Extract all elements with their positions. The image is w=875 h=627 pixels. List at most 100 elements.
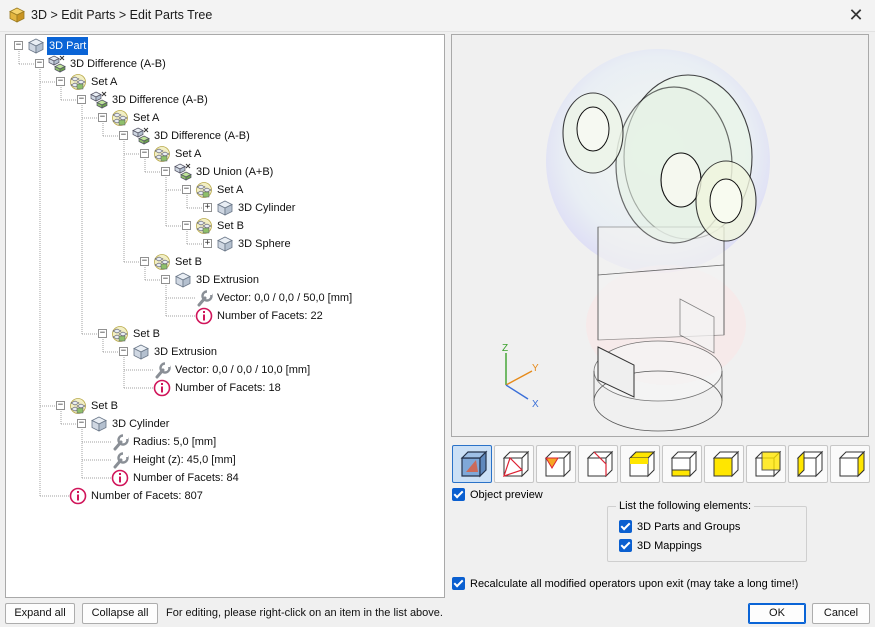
tree-node[interactable]: − Set B [6, 325, 444, 343]
view-cube-icon [754, 450, 782, 478]
view-face-red-3-button[interactable] [578, 445, 618, 483]
collapse-toggle-icon[interactable]: − [119, 346, 128, 356]
info-icon [111, 469, 129, 487]
collapse-toggle-icon[interactable]: − [14, 40, 23, 50]
tree-node[interactable]: Number of Facets: 18 [6, 379, 444, 397]
wrench-icon [111, 451, 129, 469]
collapse-toggle-icon[interactable]: − [98, 112, 107, 122]
window-title: 3D > Edit Parts > Edit Parts Tree [31, 8, 213, 22]
tree-node-label: 3D Union (A+B) [196, 166, 274, 178]
title-bar: 3D > Edit Parts > Edit Parts Tree ✕ [0, 0, 875, 32]
info-icon [153, 379, 171, 397]
tree-node-label: Set B [133, 328, 160, 340]
tree-node[interactable]: −3D Cylinder [6, 415, 444, 433]
collapse-toggle-icon[interactable]: − [161, 274, 170, 284]
tree-node[interactable]: Height (z): 45,0 [mm] [6, 451, 444, 469]
tree-node[interactable]: − 3D Union (A+B) [6, 163, 444, 181]
tree-node[interactable]: −Set A [6, 109, 444, 127]
tree-node[interactable]: −3D Difference (A-B) [6, 55, 444, 73]
tree-node[interactable]: −Set B [6, 253, 444, 271]
info-icon [195, 307, 213, 325]
tree-node[interactable]: Vector: 0,0 / 0,0 / 50,0 [mm] [6, 289, 444, 307]
tree-node-label: Radius: 5,0 [mm] [133, 436, 217, 448]
tree-node-label: Set A [91, 76, 118, 88]
collapse-toggle-icon[interactable]: − [182, 220, 191, 230]
collapse-toggle-icon[interactable]: − [77, 418, 86, 428]
tree-node[interactable]: +3D Cylinder [6, 199, 444, 217]
view-face-red-1-button[interactable] [494, 445, 534, 483]
close-icon[interactable]: ✕ [848, 5, 864, 25]
view-face-yellow-right-button[interactable] [830, 445, 870, 483]
checkbox-checked-icon [619, 539, 632, 552]
axis-y-label: Y [532, 363, 539, 374]
cube-icon [132, 343, 150, 361]
view-cube-icon [796, 450, 824, 478]
tree-node[interactable]: Number of Facets: 807 [6, 487, 444, 505]
tree-node[interactable]: Number of Facets: 84 [6, 469, 444, 487]
view-face-red-2-button[interactable] [536, 445, 576, 483]
expand-all-button[interactable]: Expand all [5, 603, 75, 624]
collapse-toggle-icon[interactable]: − [182, 184, 191, 194]
collapse-toggle-icon[interactable]: − [77, 94, 86, 104]
tree-node[interactable]: − 3D Part [6, 37, 444, 55]
set-icon [153, 145, 171, 163]
wrench-icon [195, 289, 213, 307]
expand-toggle-icon[interactable]: + [203, 202, 212, 212]
expand-toggle-icon[interactable]: + [203, 238, 212, 248]
collapse-toggle-icon[interactable]: − [35, 58, 44, 68]
collapse-toggle-icon[interactable]: − [56, 400, 65, 410]
axis-z-label: Z [502, 343, 508, 354]
parts-and-groups-label: 3D Parts and Groups [637, 521, 741, 533]
set-icon [111, 109, 129, 127]
tree-node-label: Height (z): 45,0 [mm] [133, 454, 236, 466]
tree-node[interactable]: −3D Extrusion [6, 271, 444, 289]
mappings-label: 3D Mappings [637, 540, 702, 552]
tree-node[interactable]: −Set A [6, 181, 444, 199]
set-icon [69, 397, 87, 415]
cancel-button[interactable]: Cancel [812, 603, 870, 624]
tree-node[interactable]: − Set A [6, 73, 444, 91]
view-solid-transparent-button[interactable] [452, 445, 492, 483]
info-icon [69, 487, 87, 505]
checkbox-checked-icon [619, 520, 632, 533]
collapse-toggle-icon[interactable]: − [140, 148, 149, 158]
view-face-yellow-left-button[interactable] [788, 445, 828, 483]
tree-node-label: Number of Facets: 84 [133, 472, 239, 484]
collapse-toggle-icon[interactable]: − [56, 76, 65, 86]
tree-node[interactable]: −3D Difference (A-B) [6, 91, 444, 109]
tree-node[interactable]: Vector: 0,0 / 0,0 / 10,0 [mm] [6, 361, 444, 379]
collapse-toggle-icon[interactable]: − [161, 166, 170, 176]
collapse-toggle-icon[interactable]: − [119, 130, 128, 140]
view-face-yellow-top-button[interactable] [620, 445, 660, 483]
cube-icon [216, 235, 234, 253]
object-preview-viewport[interactable]: Z Y X [451, 34, 869, 437]
tree-node[interactable]: −3D Difference (A-B) [6, 127, 444, 145]
tree-node[interactable]: −Set B [6, 397, 444, 415]
view-face-yellow-bottom-button[interactable] [662, 445, 702, 483]
collapse-toggle-icon[interactable]: − [140, 256, 149, 266]
cube-icon [174, 271, 192, 289]
tree-node[interactable]: Number of Facets: 22 [6, 307, 444, 325]
view-cube-icon [712, 450, 740, 478]
tree-node-label: 3D Cylinder [238, 202, 296, 214]
view-cube-icon [502, 450, 530, 478]
view-face-yellow-back-button[interactable] [746, 445, 786, 483]
tree-node[interactable]: Radius: 5,0 [mm] [6, 433, 444, 451]
tree-node-label: Number of Facets: 807 [91, 490, 203, 502]
tree-node[interactable]: − Set B [6, 217, 444, 235]
collapse-all-button[interactable]: Collapse all [82, 603, 158, 624]
tree-node-label: Number of Facets: 22 [217, 310, 323, 322]
collapse-toggle-icon[interactable]: − [98, 328, 107, 338]
list-elements-group-title: List the following elements: [616, 499, 755, 513]
3d-model-preview: Z Y X [502, 49, 770, 432]
tree-node-label: Set A [175, 148, 202, 160]
tree-node[interactable]: −3D Extrusion [6, 343, 444, 361]
axis-x-label: X [532, 399, 539, 410]
ok-button[interactable]: OK [748, 603, 806, 624]
tree-node[interactable]: +3D Sphere [6, 235, 444, 253]
view-face-yellow-front-button[interactable] [704, 445, 744, 483]
parts-tree[interactable]: −3D Part−3D Difference (A-B)−Set A−3D Di… [5, 34, 445, 598]
tree-node-label: 3D Part [47, 37, 89, 55]
tree-node-label: Set B [217, 220, 244, 232]
tree-node[interactable]: − Set A [6, 145, 444, 163]
